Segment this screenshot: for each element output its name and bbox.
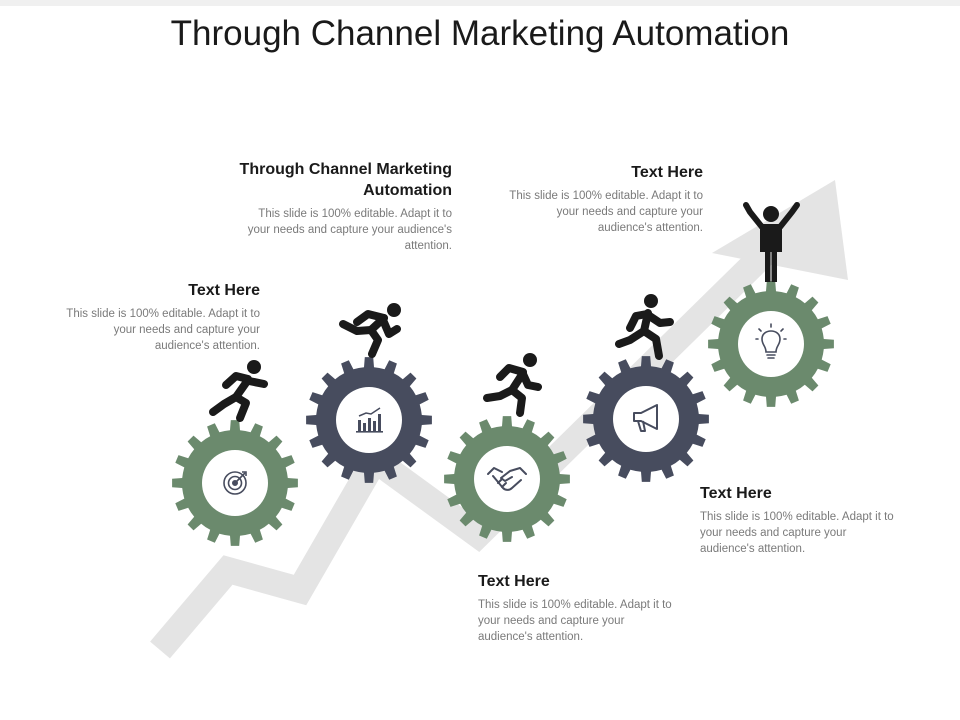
gear-5 (708, 281, 834, 407)
bar-chart-icon (356, 407, 383, 433)
gear-4 (583, 356, 709, 482)
text-block-3: Text Here This slide is 100% editable. A… (499, 162, 703, 236)
text-block-5-body: This slide is 100% editable. Adapt it to… (478, 599, 672, 643)
text-block-2-heading: Through Channel Marketing Automation (239, 161, 452, 199)
text-block-3-body: This slide is 100% editable. Adapt it to… (509, 190, 703, 234)
text-block-5: Text Here This slide is 100% editable. A… (478, 571, 682, 645)
text-block-4-body: This slide is 100% editable. Adapt it to… (700, 511, 894, 555)
celebrating-figure-icon (743, 202, 800, 282)
handshake-icon (487, 467, 527, 491)
target-icon (223, 471, 247, 495)
runner-icon (209, 360, 268, 422)
page-title: Through Channel Marketing Automation (170, 14, 790, 53)
runner-icon (339, 303, 401, 358)
text-block-1-body: This slide is 100% editable. Adapt it to… (66, 308, 260, 352)
runner-icon (615, 294, 674, 360)
text-block-4: Text Here This slide is 100% editable. A… (700, 483, 904, 557)
text-block-1-heading: Text Here (188, 282, 260, 299)
megaphone-icon (633, 404, 658, 432)
text-block-1: Text Here This slide is 100% editable. A… (56, 280, 260, 354)
text-block-4-heading: Text Here (700, 485, 772, 502)
text-block-3-heading: Text Here (631, 164, 703, 181)
runner-icon (483, 353, 542, 417)
text-block-5-heading: Text Here (478, 573, 550, 590)
text-block-2-body: This slide is 100% editable. Adapt it to… (247, 208, 452, 252)
text-block-2: Through Channel Marketing Automation Thi… (238, 159, 452, 254)
top-bar (0, 0, 960, 6)
lightbulb-icon (755, 323, 787, 359)
